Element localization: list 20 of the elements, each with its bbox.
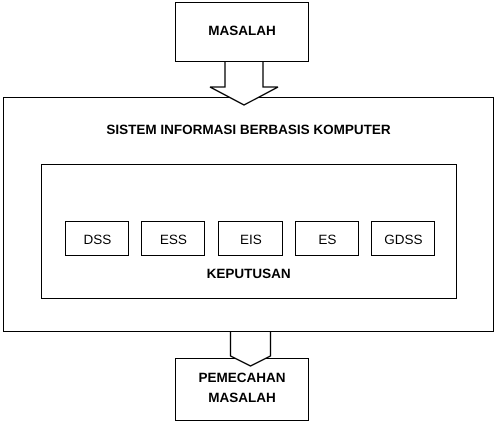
box-label: KEPUTUSAN bbox=[206, 264, 292, 283]
process-box bbox=[295, 221, 360, 256]
box-label: DSS bbox=[82, 231, 112, 250]
box-label: MASALAH bbox=[207, 22, 277, 40]
box-label: PEMECAHAN MASALAH bbox=[197, 369, 286, 407]
group-box bbox=[3, 97, 494, 332]
box-label: GDSS bbox=[383, 231, 424, 250]
process-box bbox=[218, 221, 284, 256]
process-box bbox=[65, 221, 130, 256]
process-box bbox=[141, 221, 206, 256]
box-label: ESS bbox=[158, 231, 188, 250]
block-arrow bbox=[230, 331, 272, 367]
process-box bbox=[175, 2, 309, 62]
box-label: SISTEM INFORMASI BERBASIS KOMPUTER bbox=[105, 121, 392, 139]
box-label: EIS bbox=[238, 231, 263, 250]
process-box bbox=[371, 221, 436, 256]
process-box bbox=[175, 358, 309, 421]
group-box bbox=[40, 164, 457, 299]
block-arrow bbox=[209, 61, 279, 106]
box-label: ES bbox=[317, 231, 338, 250]
